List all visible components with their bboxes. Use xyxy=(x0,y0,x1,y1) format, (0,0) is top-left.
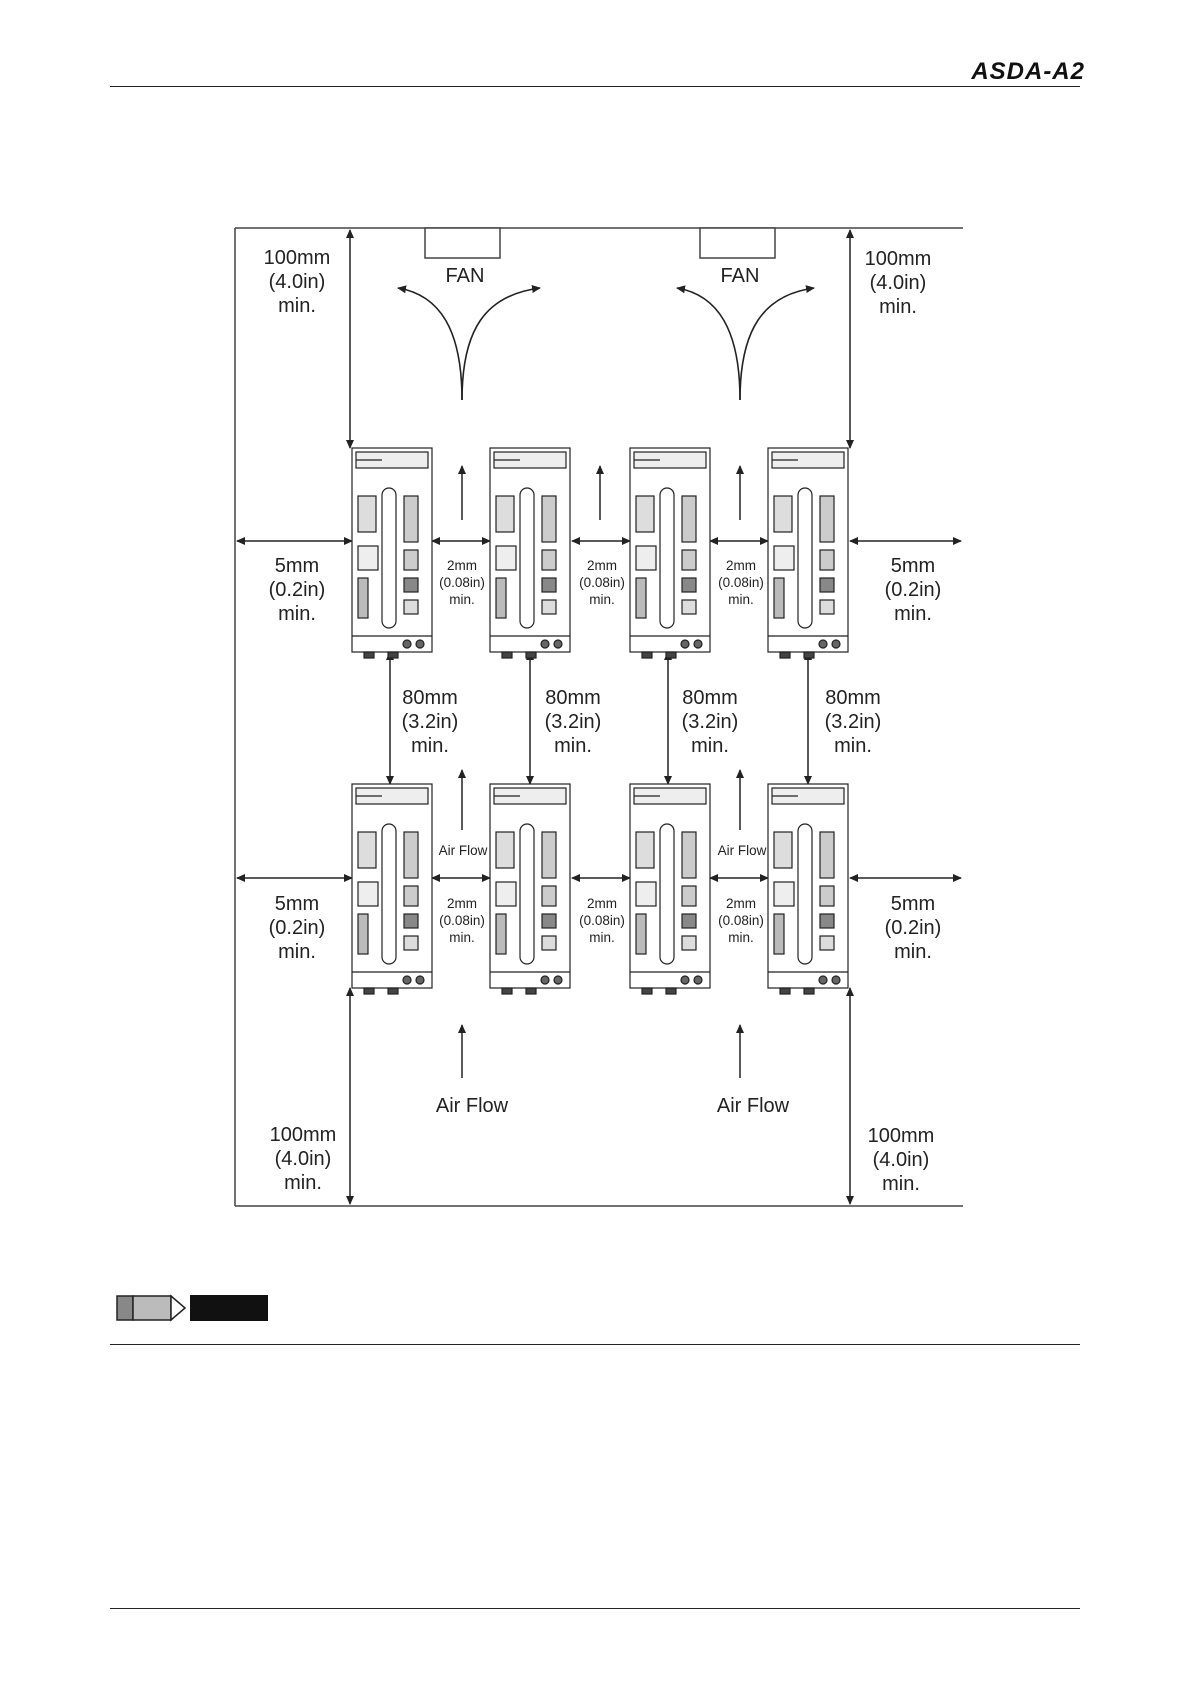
svg-text:2mm: 2mm xyxy=(726,558,756,573)
svg-text:5mm: 5mm xyxy=(891,555,935,577)
svg-text:(0.08in): (0.08in) xyxy=(439,913,485,928)
svg-text:min.: min. xyxy=(728,592,754,607)
gap-clearance-3-top: 2mm (0.08in) min. xyxy=(718,558,764,607)
svg-text:(0.08in): (0.08in) xyxy=(439,575,485,590)
footer-rule xyxy=(110,1608,1080,1609)
servo-drive xyxy=(489,447,571,659)
svg-text:2mm: 2mm xyxy=(447,558,477,573)
servo-drive xyxy=(767,783,849,995)
servo-drive xyxy=(767,447,849,659)
gap-clearance-2-bottom: 2mm (0.08in) min. xyxy=(579,896,625,945)
svg-text:min.: min. xyxy=(728,930,754,945)
svg-text:(0.08in): (0.08in) xyxy=(579,913,625,928)
svg-text:(0.08in): (0.08in) xyxy=(579,575,625,590)
header-rule xyxy=(110,86,1080,87)
svg-text:min.: min. xyxy=(449,592,475,607)
svg-text:(3.2in): (3.2in) xyxy=(682,711,739,733)
svg-text:(0.08in): (0.08in) xyxy=(718,575,764,590)
svg-text:min.: min. xyxy=(882,1173,920,1195)
gap-clearance-1-top: 2mm (0.08in) min. xyxy=(439,558,485,607)
top-clearance-line-2: (4.0in) xyxy=(870,272,927,294)
top-clearance-line-1: 100mm xyxy=(865,248,932,270)
svg-text:min.: min. xyxy=(284,1172,322,1194)
svg-text:5mm: 5mm xyxy=(891,893,935,915)
svg-text:2mm: 2mm xyxy=(587,896,617,911)
fan-label-right: FAN xyxy=(721,265,760,287)
top-clearance-line-3: min. xyxy=(278,295,316,317)
svg-text:min.: min. xyxy=(449,930,475,945)
svg-text:(3.2in): (3.2in) xyxy=(545,711,602,733)
svg-text:min.: min. xyxy=(554,735,592,757)
svg-text:5mm: 5mm xyxy=(275,893,319,915)
svg-text:(0.08in): (0.08in) xyxy=(718,913,764,928)
row-clearance-4: 80mm (3.2in) min. xyxy=(825,687,882,757)
svg-text:100mm: 100mm xyxy=(270,1124,337,1146)
air-flow-label-bottom-left: Air Flow xyxy=(436,1095,509,1117)
svg-text:min.: min. xyxy=(589,930,615,945)
side-clearance-right-bottom: 5mm (0.2in) min. xyxy=(885,893,942,963)
top-clearance-line-3: min. xyxy=(879,296,917,318)
svg-text:(0.2in): (0.2in) xyxy=(269,579,326,601)
servo-drive xyxy=(489,783,571,995)
svg-text:(0.2in): (0.2in) xyxy=(885,917,942,939)
air-flow-label-bottom-right: Air Flow xyxy=(717,1095,790,1117)
svg-text:(3.2in): (3.2in) xyxy=(825,711,882,733)
svg-text:2mm: 2mm xyxy=(726,896,756,911)
svg-text:(0.2in): (0.2in) xyxy=(885,579,942,601)
svg-text:(3.2in): (3.2in) xyxy=(402,711,459,733)
svg-text:80mm: 80mm xyxy=(825,687,881,709)
top-clearance-left: 100mm (4.0in) min. xyxy=(264,247,331,317)
svg-text:(0.2in): (0.2in) xyxy=(269,917,326,939)
top-clearance-line-2: (4.0in) xyxy=(269,271,326,293)
top-clearance-right: 100mm (4.0in) min. xyxy=(865,248,932,318)
note-rule xyxy=(110,1344,1080,1345)
svg-text:min.: min. xyxy=(894,941,932,963)
svg-text:80mm: 80mm xyxy=(682,687,738,709)
gap-clearance-3-bottom: 2mm (0.08in) min. xyxy=(718,896,764,945)
svg-text:100mm: 100mm xyxy=(868,1125,935,1147)
fan-right xyxy=(699,227,776,259)
svg-text:5mm: 5mm xyxy=(275,555,319,577)
bottom-clearance-left: 100mm (4.0in) min. xyxy=(270,1124,337,1194)
svg-text:2mm: 2mm xyxy=(447,896,477,911)
svg-text:min.: min. xyxy=(691,735,729,757)
air-flow-arrows xyxy=(458,465,744,1078)
servo-drive xyxy=(351,447,433,659)
svg-text:(4.0in): (4.0in) xyxy=(275,1148,332,1170)
svg-text:min.: min. xyxy=(834,735,872,757)
brand-logo: ASDA-A2 xyxy=(971,58,1085,85)
servo-drive xyxy=(351,783,433,995)
svg-text:min.: min. xyxy=(894,603,932,625)
svg-text:min.: min. xyxy=(589,592,615,607)
gap-clearance-1-bottom: 2mm (0.08in) min. xyxy=(439,896,485,945)
row-clearance-1: 80mm (3.2in) min. xyxy=(402,687,459,757)
row-clearance-3: 80mm (3.2in) min. xyxy=(682,687,739,757)
fan-exhaust-arrows xyxy=(397,285,815,401)
row-clearance-2: 80mm (3.2in) min. xyxy=(545,687,602,757)
enclosure xyxy=(234,227,963,1207)
fan-left xyxy=(424,227,501,259)
gap-clearance-2-top: 2mm (0.08in) min. xyxy=(579,558,625,607)
svg-text:min.: min. xyxy=(278,941,316,963)
air-flow-label-mid-right: Air Flow xyxy=(718,843,767,858)
bottom-clearance-right: 100mm (4.0in) min. xyxy=(868,1125,935,1195)
top-clearance-line-1: 100mm xyxy=(264,247,331,269)
svg-text:min.: min. xyxy=(411,735,449,757)
svg-text:min.: min. xyxy=(278,603,316,625)
side-clearance-left-top: 5mm (0.2in) min. xyxy=(269,555,326,625)
fan-label-left: FAN xyxy=(446,265,485,287)
pencil-note-icon xyxy=(116,1294,268,1322)
svg-text:2mm: 2mm xyxy=(587,558,617,573)
servo-drive xyxy=(629,783,711,995)
air-flow-label-mid-left: Air Flow xyxy=(439,843,488,858)
side-clearance-right-top: 5mm (0.2in) min. xyxy=(885,555,942,625)
svg-text:80mm: 80mm xyxy=(545,687,601,709)
clearance-arrows xyxy=(236,229,962,1205)
servo-drive xyxy=(629,447,711,659)
side-clearance-left-bottom: 5mm (0.2in) min. xyxy=(269,893,326,963)
svg-text:(4.0in): (4.0in) xyxy=(873,1149,930,1171)
svg-text:80mm: 80mm xyxy=(402,687,458,709)
